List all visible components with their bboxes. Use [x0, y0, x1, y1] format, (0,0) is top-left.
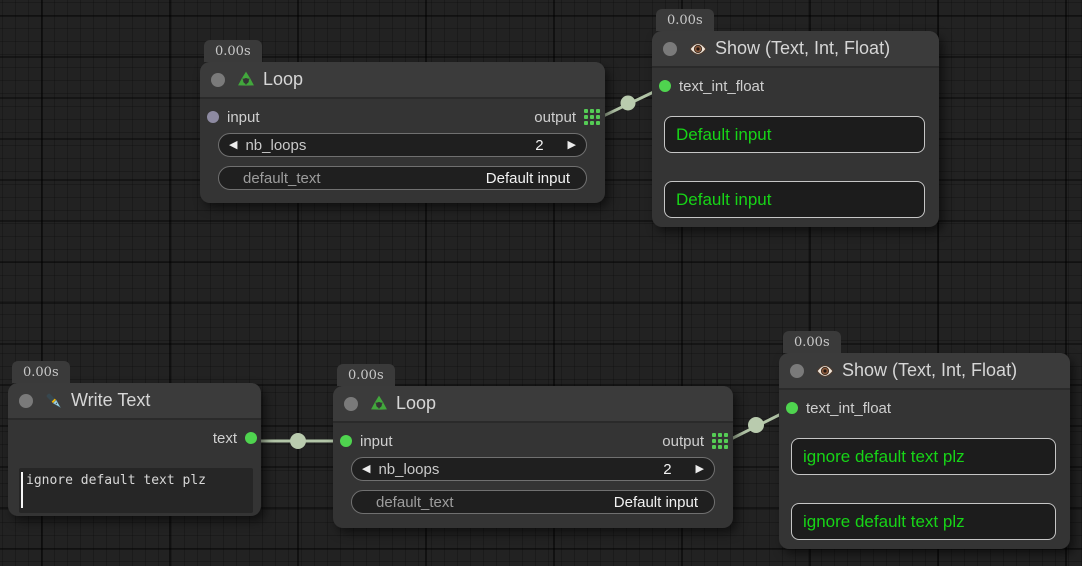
input-slot-dot[interactable] [659, 80, 671, 92]
link-midpoint-dot[interactable] [620, 95, 636, 111]
default-text-widget[interactable]: default_text Default input [351, 490, 715, 514]
recycle-icon [369, 394, 389, 414]
input-slot-dot[interactable] [207, 111, 219, 123]
execution-time-badge: 0.00s [12, 361, 70, 383]
display-text-box[interactable]: Default input [664, 181, 925, 218]
widget-value: 2 [663, 460, 672, 478]
output-slot[interactable]: text [213, 430, 257, 447]
nb-loops-widget[interactable]: ◀ nb_loops 2 ▶ [351, 457, 715, 481]
widget-label: default_text [243, 169, 321, 187]
node-title: Show (Text, Int, Float) [842, 360, 1018, 380]
input-slot[interactable]: text_int_float [659, 78, 764, 95]
decrement-arrow-icon[interactable]: ◀ [229, 138, 238, 151]
input-slot[interactable]: input [207, 109, 260, 126]
node-header[interactable]: Loop [333, 386, 733, 423]
input-slot[interactable]: text_int_float [786, 400, 891, 417]
fountain-pen-icon [44, 391, 64, 411]
node-title: Loop [263, 69, 304, 89]
node-show-bottom[interactable]: 0.00s Show (Text, Int, Float) text_int_f… [779, 331, 1070, 549]
increment-arrow-icon[interactable]: ▶ [695, 462, 704, 475]
node-show-top[interactable]: 0.00s Show (Text, Int, Float) text_int_f… [652, 9, 939, 227]
recycle-icon [236, 70, 256, 90]
output-slot-label: output [534, 108, 576, 126]
output-grid-icon[interactable] [584, 109, 600, 125]
text-input-area[interactable]: ignore default text plz [19, 468, 253, 513]
input-slot-label: input [227, 108, 260, 126]
text-caret [21, 472, 23, 508]
input-slot-label: text_int_float [679, 77, 765, 95]
display-text-box[interactable]: ignore default text plz [791, 438, 1056, 475]
output-slot[interactable]: output [662, 433, 728, 450]
link-midpoint-dot[interactable] [748, 417, 764, 433]
widget-label: nb_loops [378, 460, 440, 478]
node-loop-top[interactable]: 0.00s Loop input output [200, 40, 605, 203]
input-slot-label: text_int_float [806, 399, 892, 417]
execution-time-badge: 0.00s [783, 331, 841, 353]
display-text-box[interactable]: ignore default text plz [791, 503, 1056, 540]
nb-loops-widget[interactable]: ◀ nb_loops 2 ▶ [218, 133, 587, 157]
increment-arrow-icon[interactable]: ▶ [567, 138, 576, 151]
eye-icon [815, 361, 835, 381]
collapse-dot[interactable] [344, 396, 358, 411]
input-slot[interactable]: input [340, 433, 393, 450]
node-header[interactable]: Loop [200, 62, 605, 99]
output-grid-icon[interactable] [712, 433, 728, 449]
output-slot-label: output [662, 432, 704, 450]
display-text: Default input [676, 124, 772, 144]
widget-value: 2 [535, 136, 544, 154]
collapse-dot[interactable] [790, 363, 804, 378]
output-slot-dot[interactable] [245, 432, 257, 444]
decrement-arrow-icon[interactable]: ◀ [362, 462, 371, 475]
node-title: Show (Text, Int, Float) [715, 38, 891, 58]
link-midpoint-dot[interactable] [290, 433, 306, 449]
collapse-dot[interactable] [663, 41, 677, 56]
display-text-box[interactable]: Default input [664, 116, 925, 153]
execution-time-badge: 0.00s [337, 364, 395, 386]
widget-label: default_text [376, 493, 454, 511]
node-header[interactable]: Show (Text, Int, Float) [779, 353, 1070, 390]
default-text-widget[interactable]: default_text Default input [218, 166, 587, 190]
collapse-dot[interactable] [19, 393, 33, 408]
eye-icon [688, 39, 708, 59]
node-loop-bottom[interactable]: 0.00s Loop input output [333, 364, 733, 528]
widget-value: Default input [485, 169, 570, 187]
widget-label: nb_loops [245, 136, 307, 154]
execution-time-badge: 0.00s [204, 40, 262, 62]
display-text: ignore default text plz [803, 511, 965, 531]
output-slot-label: text [212, 429, 237, 447]
node-header[interactable]: Write Text [8, 383, 261, 420]
node-write-text[interactable]: 0.00s Write Text text igno [8, 361, 261, 516]
output-slot[interactable]: output [534, 109, 600, 126]
input-slot-dot[interactable] [340, 435, 352, 447]
display-text: ignore default text plz [803, 446, 965, 466]
display-text: Default input [676, 189, 772, 209]
input-slot-dot[interactable] [786, 402, 798, 414]
node-title: Loop [396, 393, 437, 413]
node-title: Write Text [71, 390, 151, 410]
widget-value: Default input [613, 493, 698, 511]
node-header[interactable]: Show (Text, Int, Float) [652, 31, 939, 68]
execution-time-badge: 0.00s [656, 9, 714, 31]
collapse-dot[interactable] [211, 72, 225, 87]
input-slot-label: input [360, 432, 393, 450]
